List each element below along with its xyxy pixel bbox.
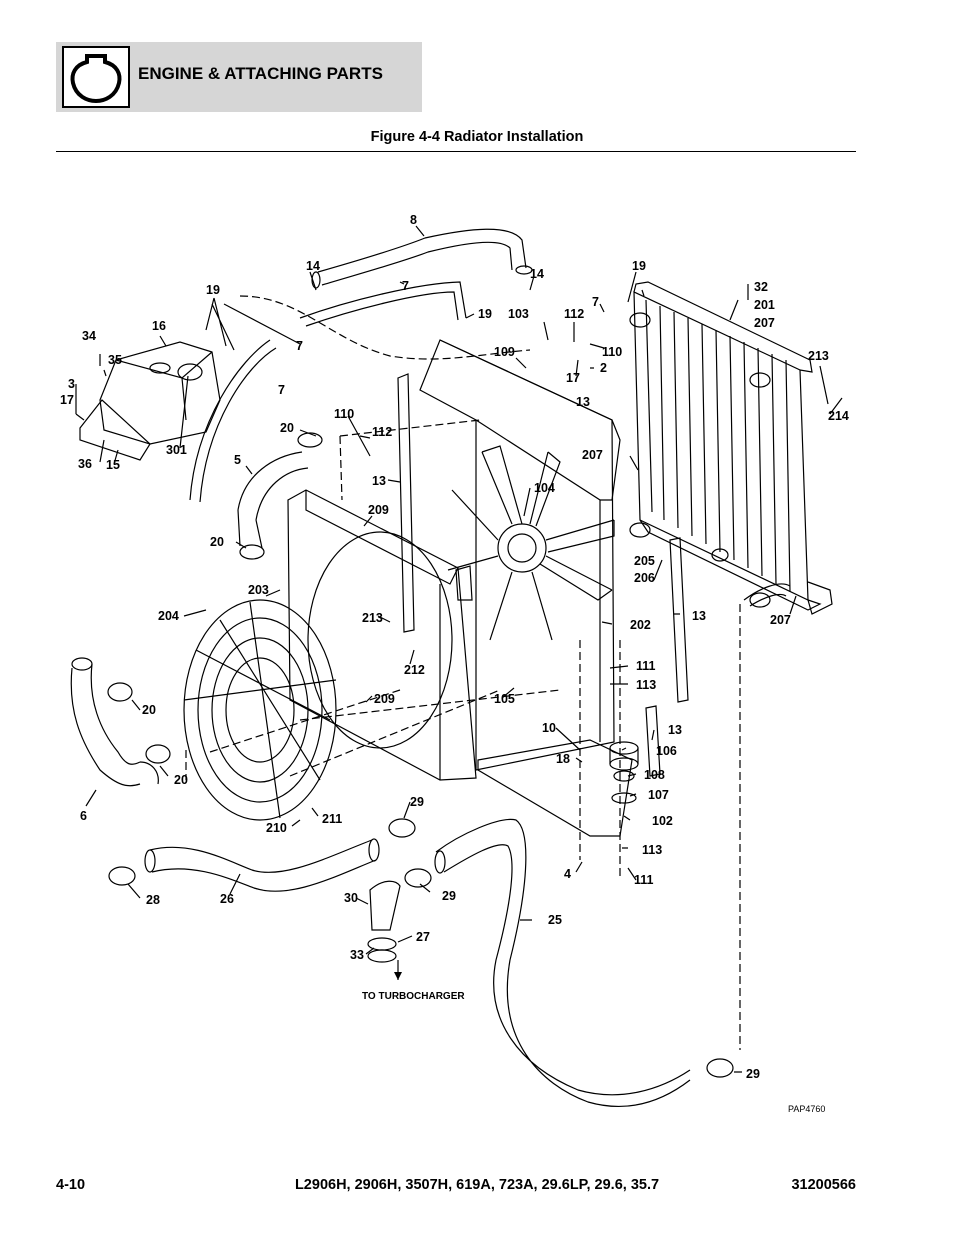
callout-7-c: 7	[296, 339, 303, 353]
callout-13-c: 13	[692, 609, 706, 623]
callout-110-b: 110	[334, 407, 354, 421]
callout-207-c: 207	[770, 613, 791, 627]
callout-34: 34	[82, 329, 96, 343]
callout-20-b: 20	[210, 535, 224, 549]
callout-33: 33	[350, 948, 364, 962]
callout-30: 30	[344, 891, 358, 905]
callout-109: 109	[494, 345, 515, 359]
callout-111-b: 111	[634, 873, 654, 887]
callout-204: 204	[158, 609, 179, 623]
callout-206: 206	[634, 571, 655, 585]
callout-15: 15	[106, 458, 120, 472]
document-number: 31200566	[791, 1177, 856, 1193]
drawing-code: PAP4760	[788, 1104, 825, 1114]
callout-212: 212	[404, 663, 425, 677]
callout-35: 35	[108, 353, 122, 367]
page-number: 4-10	[56, 1177, 86, 1193]
callout-7-b: 7	[592, 295, 599, 309]
overflow-tank-16	[79, 341, 221, 461]
section-header: ENGINE & ATTACHING PARTS	[56, 42, 422, 112]
callout-29-c: 29	[746, 1067, 760, 1081]
shroud-203	[287, 489, 477, 781]
callout-36: 36	[78, 457, 92, 471]
upper-hose-8	[317, 228, 527, 286]
callout-13-a: 13	[576, 395, 590, 409]
callout-17-a: 17	[566, 371, 580, 385]
callout-16: 16	[152, 319, 166, 333]
callout-111-a: 111	[636, 659, 656, 673]
callout-113-b: 113	[642, 843, 662, 857]
callout-13-d: 13	[668, 723, 682, 737]
callout-26: 26	[220, 892, 234, 906]
figure-title: Figure 4-4 Radiator Installation	[370, 129, 584, 145]
callout-5: 5	[234, 453, 241, 467]
callout-205: 205	[634, 554, 655, 568]
callout-29-b: 29	[442, 889, 456, 903]
callout-108: 108	[644, 768, 665, 782]
callout-110-a: 110	[602, 345, 622, 359]
callout-32: 32	[754, 280, 768, 294]
engine-section-icon	[62, 46, 130, 108]
turbocharger-note: TO TURBOCHARGER	[362, 991, 465, 1002]
callout-7-a: 7	[402, 279, 409, 293]
callout-103: 103	[508, 307, 529, 321]
fan-guard-204	[183, 599, 337, 821]
callout-10: 10	[542, 721, 556, 735]
radiator-exploded-diagram: 8 14 14 7 19 32 201 207 19 7 19 103 112 …	[60, 213, 849, 1114]
callout-112-b: 112	[372, 425, 392, 439]
callout-214: 214	[828, 409, 849, 423]
callout-104: 104	[534, 481, 555, 495]
callout-18: 18	[556, 752, 570, 766]
callout-207-b: 207	[582, 448, 603, 462]
callout-107: 107	[648, 788, 669, 802]
callout-113-a: 113	[636, 678, 656, 692]
callout-210: 210	[266, 821, 287, 835]
callout-19-b: 19	[206, 283, 220, 297]
callout-102: 102	[652, 814, 673, 828]
section-title: ENGINE & ATTACHING PARTS	[138, 64, 383, 83]
hose-26	[144, 838, 380, 892]
fan-104	[447, 445, 615, 641]
callout-112-a: 112	[564, 307, 584, 321]
callout-14-a: 14	[306, 259, 320, 273]
callout-209-a: 209	[368, 503, 389, 517]
callout-211: 211	[322, 812, 342, 826]
callout-207-a: 207	[754, 316, 775, 330]
callout-28: 28	[146, 893, 160, 907]
callout-3: 3	[68, 377, 75, 391]
callout-20-c: 20	[142, 703, 156, 717]
callout-8: 8	[410, 213, 417, 227]
callout-213-a: 213	[808, 349, 829, 363]
callout-19-a: 19	[632, 259, 646, 273]
radiator-core	[633, 281, 833, 615]
callout-201: 201	[754, 298, 775, 312]
callout-7-d: 7	[278, 383, 285, 397]
callout-20-d: 20	[174, 773, 188, 787]
callout-19-c: 19	[478, 307, 492, 321]
callout-2: 2	[600, 361, 607, 375]
callout-20-a: 20	[280, 421, 294, 435]
callout-202: 202	[630, 618, 651, 632]
callout-105: 105	[494, 692, 515, 706]
callout-25: 25	[548, 913, 562, 927]
callout-17-b: 17	[60, 393, 74, 407]
hose-25	[434, 818, 691, 1108]
model-list: L2906H, 2906H, 3507H, 619A, 723A, 29.6LP…	[294, 1177, 660, 1193]
callout-14-b: 14	[530, 267, 544, 281]
callout-27: 27	[416, 930, 430, 944]
callout-209-b: 209	[374, 692, 395, 706]
callout-213-b: 213	[362, 611, 383, 625]
callout-6: 6	[80, 809, 87, 823]
callout-29-a: 29	[410, 795, 424, 809]
header-rule	[56, 151, 856, 152]
callout-301: 301	[166, 443, 187, 457]
lower-hose-6	[70, 657, 159, 787]
callout-106: 106	[656, 744, 677, 758]
callout-13-b: 13	[372, 474, 386, 488]
callout-203: 203	[248, 583, 269, 597]
callout-4: 4	[564, 867, 571, 881]
